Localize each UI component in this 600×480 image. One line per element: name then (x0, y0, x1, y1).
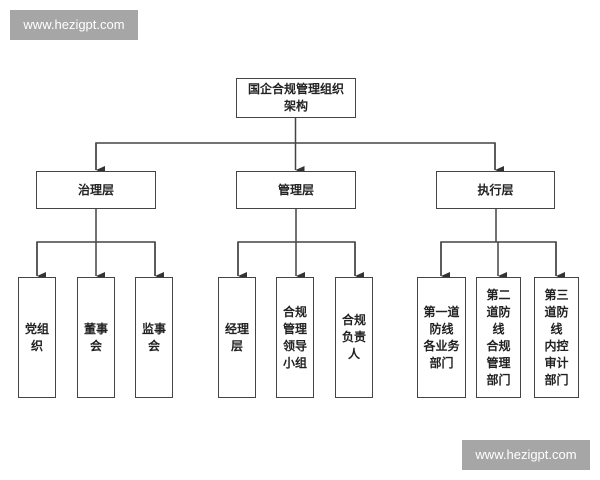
node-label: 第二 道防 线 合规 管理 部门 (486, 287, 511, 387)
node-label: 第三 道防 线 内控 审计 部门 (544, 287, 569, 387)
node-label: 管理层 (277, 182, 314, 197)
root-node: 国企合规管理组织 架构 (236, 78, 356, 118)
node-label: 治理层 (77, 182, 114, 197)
node-label: 合规 负责 人 (341, 313, 366, 361)
node-label: 党组 织 (24, 321, 49, 353)
node-party-organization: 党组 织 (18, 277, 56, 398)
node-board-of-directors: 董事 会 (77, 277, 115, 398)
node-third-line-defense: 第三 道防 线 内控 审计 部门 (534, 277, 579, 398)
node-label: 合规 管理 领导 小组 (282, 304, 307, 370)
watermark-top: www.hezigpt.com (10, 10, 138, 40)
node-label: 董事 会 (83, 321, 108, 353)
node-first-line-defense: 第一道 防线 各业务 部门 (417, 277, 466, 398)
node-manager-level: 经理 层 (218, 277, 256, 398)
node-label: 第一道 防线 各业务 部门 (423, 304, 460, 370)
node-label: 经理 层 (224, 321, 249, 353)
root-node-label: 国企合规管理组织 架构 (247, 82, 344, 113)
watermark-bottom: www.hezigpt.com (462, 440, 590, 470)
node-governance-layer: 治理层 (36, 171, 156, 209)
node-compliance-officer: 合规 负责 人 (335, 277, 373, 398)
node-label: 监事 会 (141, 321, 166, 353)
node-second-line-defense: 第二 道防 线 合规 管理 部门 (476, 277, 521, 398)
node-execution-layer: 执行层 (436, 171, 555, 209)
node-management-layer: 管理层 (236, 171, 356, 209)
node-compliance-leading-group: 合规 管理 领导 小组 (276, 277, 314, 398)
node-label: 执行层 (477, 182, 514, 197)
node-supervisory-board: 监事 会 (135, 277, 173, 398)
